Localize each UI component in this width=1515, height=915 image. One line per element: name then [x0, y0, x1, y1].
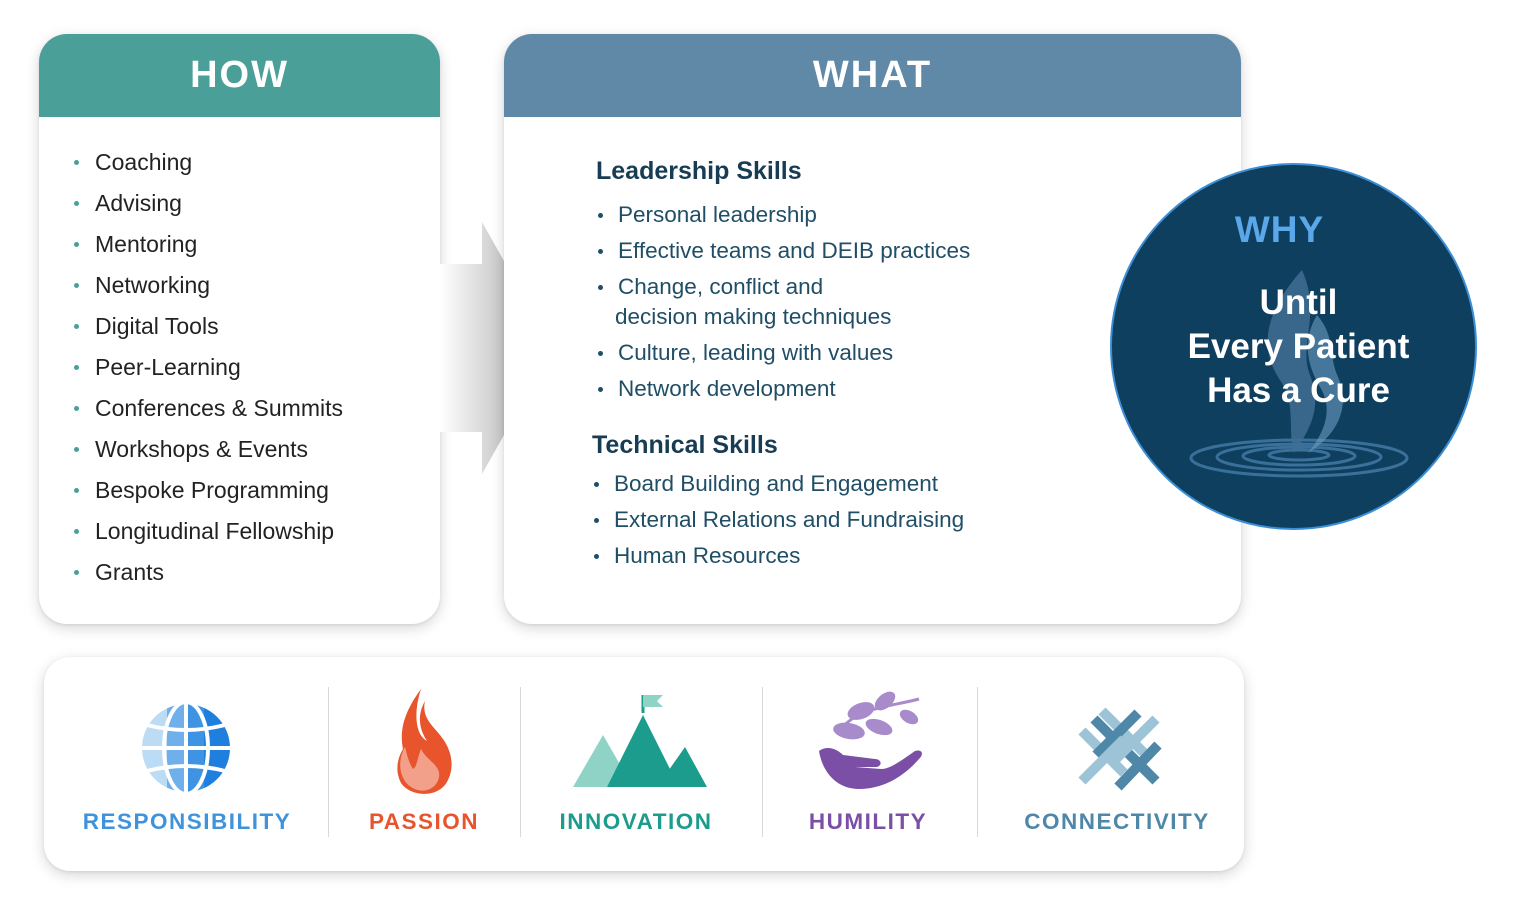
why-circle: WHY Until Every Patient Has a Cure [1110, 163, 1477, 530]
how-item: Coaching [74, 146, 343, 187]
how-item: Grants [74, 556, 343, 597]
leadership-skill-line: decision making techniques [615, 304, 892, 329]
technical-skill-item: Board Building and Engagement [592, 469, 964, 505]
value-passion: PASSION [329, 657, 521, 871]
how-item: Mentoring [74, 228, 343, 269]
how-item: Bespoke Programming [74, 474, 343, 515]
leadership-skill-item: Network development [596, 374, 970, 410]
woven-cross-icon [1078, 707, 1162, 791]
value-humility: HUMILITY [763, 657, 977, 871]
how-header: HOW [39, 34, 440, 117]
value-label: HUMILITY [808, 809, 928, 834]
why-line: Every Patient [1187, 327, 1410, 366]
divider [328, 687, 329, 837]
value-responsibility: RESPONSIBILITY [44, 657, 329, 871]
value-label: PASSION [368, 809, 480, 834]
how-item: Digital Tools [74, 310, 343, 351]
how-item: Networking [74, 269, 343, 310]
how-item: Conferences & Summits [74, 392, 343, 433]
globe-icon [138, 700, 234, 796]
divider [977, 687, 978, 837]
values-card: RESPONSIBILITY PASSION INNOVATION [44, 657, 1244, 871]
how-item: Peer-Learning [74, 351, 343, 392]
technical-skills-heading: Technical Skills [592, 431, 778, 459]
flow-arrow-icon [440, 222, 553, 474]
divider [762, 687, 763, 837]
value-label: RESPONSIBILITY [82, 809, 292, 834]
mountain-flag-icon [573, 695, 707, 787]
leadership-skills-list: Personal leadership Effective teams and … [596, 200, 970, 410]
leadership-skill-item: Change, conflict and decision making tech… [596, 272, 970, 338]
why-title: WHY [1234, 209, 1325, 250]
technical-skills-list: Board Building and Engagement External R… [592, 469, 964, 577]
value-label: CONNECTIVITY [1024, 809, 1210, 834]
how-item: Workshops & Events [74, 433, 343, 474]
leadership-skills-heading: Leadership Skills [596, 157, 802, 185]
how-list: Coaching Advising Mentoring Networking D… [74, 146, 343, 597]
value-innovation: INNOVATION [521, 657, 762, 871]
divider [520, 687, 521, 837]
what-header: WHAT [504, 34, 1241, 117]
why-mission-text: Until Every Patient Has a Cure [1117, 281, 1475, 413]
flame-icon [397, 689, 452, 794]
leadership-skill-item: Effective teams and DEIB practices [596, 236, 970, 272]
how-item: Longitudinal Fellowship [74, 515, 343, 556]
technical-skill-item: Human Resources [592, 541, 964, 577]
how-card: HOW Coaching Advising Mentoring Networki… [39, 34, 440, 624]
value-label: INNOVATION [559, 809, 713, 834]
flame-ripple-icon [1189, 270, 1409, 478]
hand-leaf-icon [819, 691, 922, 789]
leadership-skill-line: Change, conflict and [618, 274, 824, 299]
why-line: Until [1259, 283, 1338, 322]
what-card: WHAT Leadership Skills Personal leadersh… [504, 34, 1241, 624]
leadership-skill-item: Personal leadership [596, 200, 970, 236]
value-connectivity: CONNECTIVITY [978, 657, 1244, 871]
how-item: Advising [74, 187, 343, 228]
technical-skill-item: External Relations and Fundraising [592, 505, 964, 541]
why-line: Has a Cure [1207, 371, 1390, 410]
leadership-skill-item: Culture, leading with values [596, 338, 970, 374]
